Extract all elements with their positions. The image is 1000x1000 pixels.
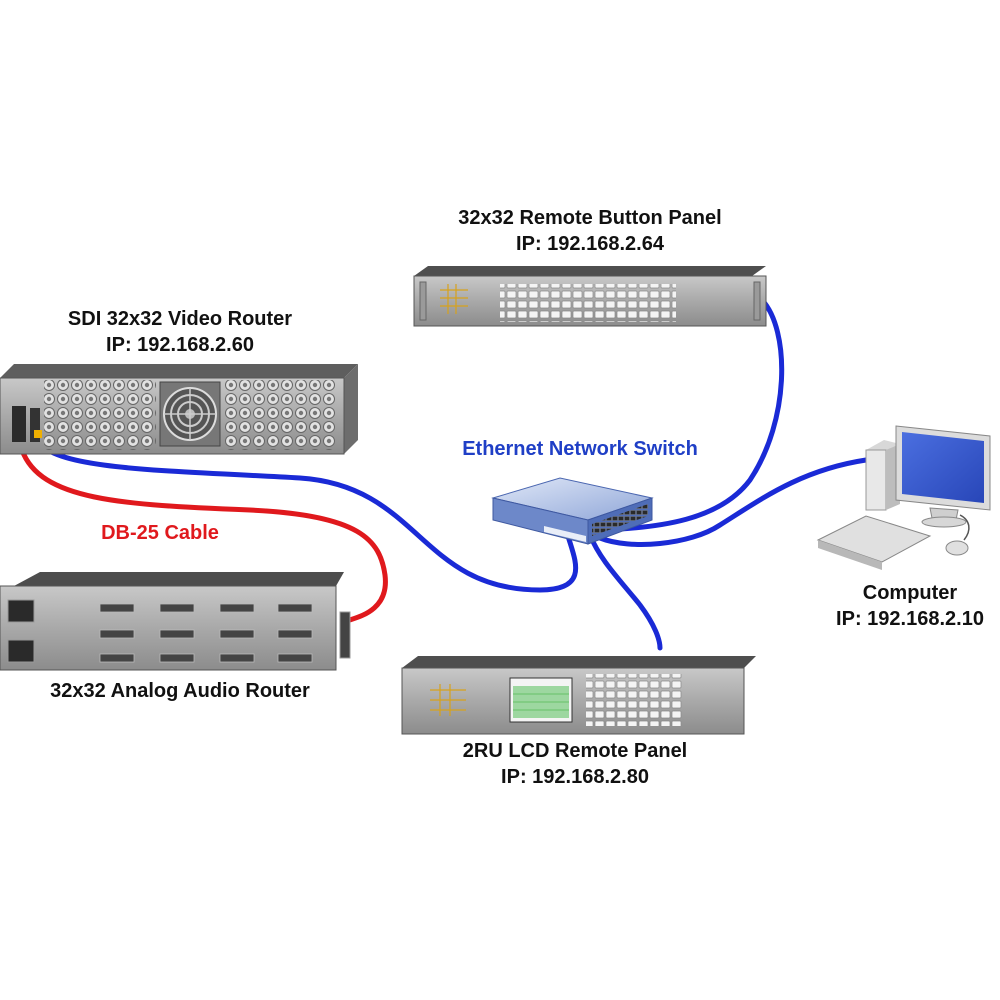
ethernet-cables [35, 297, 869, 651]
computer-tower [865, 440, 900, 511]
computer-label: Computer IP: 192.168.2.10 [820, 580, 1000, 632]
button-panel-label: 32x32 Remote Button Panel IP: 192.168.2.… [420, 205, 760, 257]
mouse-icon [945, 514, 970, 556]
cable-lcd-panel-to-switch [587, 532, 663, 651]
fan-icon [159, 381, 221, 447]
cable-computer-to-switch [597, 457, 869, 547]
audio-router [0, 572, 351, 671]
button-panel-ip: IP: 192.168.2.64 [516, 233, 664, 255]
audio-router-label: 32x32 Analog Audio Router [20, 678, 340, 704]
lcd-panel-ip: IP: 192.168.2.80 [501, 766, 649, 788]
keyboard-icon [816, 515, 932, 570]
button-panel-name: 32x32 Remote Button Panel [458, 207, 722, 229]
db25-cable-label: DB-25 Cable [80, 520, 240, 546]
computer [816, 425, 991, 570]
audio-router-name: 32x32 Analog Audio Router [50, 680, 310, 702]
computer-monitor-icon [895, 425, 991, 528]
network-switch-name: Ethernet Network Switch [462, 438, 698, 460]
lcd-screen [509, 677, 573, 723]
video-router-name: SDI 32x32 Video Router [67, 308, 293, 330]
cable-video-router-to-switch [35, 439, 579, 593]
network-switch-label: Ethernet Network Switch [420, 436, 740, 462]
computer-name: Computer [862, 582, 958, 604]
video-router-ip: IP: 192.168.2.60 [106, 334, 254, 356]
button-panel [413, 266, 767, 327]
cable-db25 [19, 447, 388, 625]
video-router [0, 364, 358, 455]
msc-logo [440, 284, 468, 314]
msc-logo [430, 684, 466, 716]
cable-button-panel-to-switch [597, 297, 785, 533]
db25-cable-name: DB-25 Cable [101, 522, 219, 544]
lcd-panel-name: 2RU LCD Remote Panel [462, 740, 688, 762]
video-router-label: SDI 32x32 Video Router IP: 192.168.2.60 [30, 306, 330, 358]
computer-ip: IP: 192.168.2.10 [836, 608, 984, 630]
network-switch-icon [491, 477, 654, 545]
lcd-panel [401, 656, 756, 735]
lcd-panel-label: 2RU LCD Remote Panel IP: 192.168.2.80 [420, 738, 730, 790]
